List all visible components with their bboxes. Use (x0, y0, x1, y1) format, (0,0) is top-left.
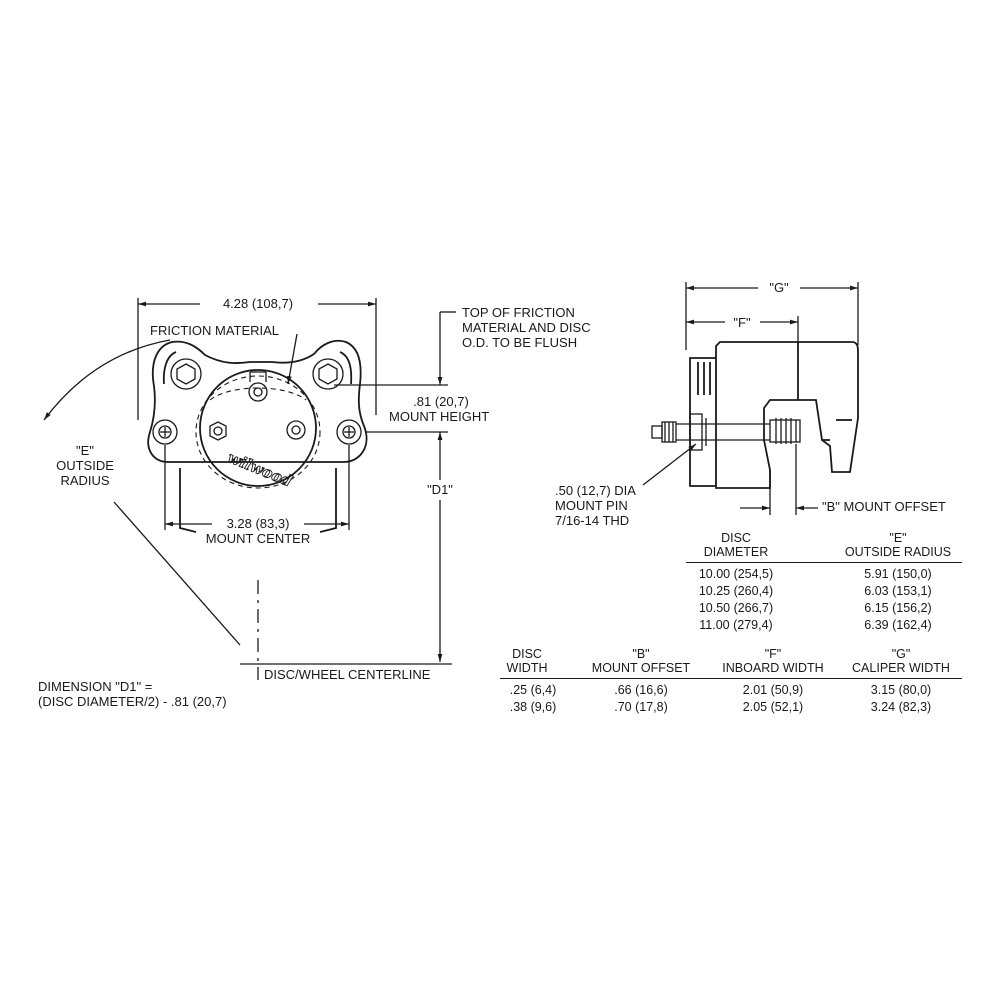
mount-pin-diameter: .50 (12,7) DIA (555, 483, 636, 498)
width-header-g-line-2: CALIPER WIDTH (852, 661, 950, 675)
mount-pin-text: MOUNT PIN (555, 498, 628, 513)
radius-row-4-disc: 11.00 (279,4) (699, 618, 773, 632)
radius-header-e-line-2: OUTSIDE RADIUS (844, 545, 952, 559)
radius-row-1-e: 5.91 (150,0) (864, 567, 932, 581)
overall-width-label: 4.28 (108,7) (222, 296, 294, 311)
f-label: "F" (733, 315, 751, 330)
width-table: DISC WIDTH "B" MOUNT OFFSET "F" INBOARD … (500, 647, 962, 717)
centerline-label: DISC/WHEEL CENTERLINE (264, 667, 431, 682)
caliper-front-outline (147, 339, 368, 533)
mount-center-dimension (164, 445, 350, 530)
upper-left-bolt (170, 358, 202, 390)
bleeder-screw-right (286, 420, 306, 440)
radius-header-disc: DISC DIAMETER (686, 531, 786, 559)
width-row-2-f: 2.05 (52,1) (742, 700, 804, 714)
width-header-disc: DISC WIDTH (500, 647, 554, 675)
bleeder-fitting-side (651, 421, 677, 443)
flush-note: TOP OF FRICTION MATERIAL AND DISC O.D. T… (462, 305, 591, 350)
radius-table-rule (686, 562, 962, 563)
flush-note-line-2: MATERIAL AND DISC (462, 320, 591, 335)
width-row-2-b: .70 (17,8) (614, 700, 668, 714)
width-header-f: "F" INBOARD WIDTH (712, 647, 834, 675)
width-table-rule (500, 678, 962, 679)
caliper-side-body (689, 341, 859, 489)
d1-label: "D1" (420, 482, 460, 497)
friction-material-label: FRICTION MATERIAL (150, 323, 280, 338)
wilwood-logo: wilwood (225, 448, 296, 491)
center-fitting (248, 371, 268, 402)
width-header-g-line-1: "G" (891, 647, 911, 661)
width-header-g: "G" CALIPER WIDTH (840, 647, 962, 675)
mount-height-label: .81 (20,7) MOUNT HEIGHT (389, 394, 493, 424)
width-header-disc-line-1: DISC (512, 647, 542, 661)
piston-housing (195, 369, 321, 489)
d1-formula-line-2: (DISC DIAMETER/2) - .81 (20,7) (38, 694, 227, 709)
mount-pin-leader (642, 443, 697, 486)
radius-header-e-line-1: "E" (889, 531, 907, 545)
flush-note-line-1: TOP OF FRICTION (462, 305, 575, 320)
mount-pin-thread: 7/16-14 THD (555, 513, 630, 528)
disc-centerline (240, 580, 452, 680)
width-header-b-line-2: MOUNT OFFSET (591, 661, 691, 675)
width-header-f-line-2: INBOARD WIDTH (722, 661, 824, 675)
outside-radius-text-2: RADIUS (60, 473, 110, 488)
outside-radius-letter: "E" (76, 443, 94, 458)
g-label: "G" (769, 280, 789, 295)
width-row-1-b: .66 (16,6) (614, 683, 668, 697)
b-offset-dimension (740, 444, 818, 515)
mount-pin (676, 413, 770, 451)
radius-row-3-e: 6.15 (156,2) (864, 601, 932, 615)
mount-height-text: MOUNT HEIGHT (389, 409, 490, 424)
logo-text: wilwood (225, 448, 295, 490)
width-header-disc-line-2: WIDTH (506, 661, 548, 675)
radius-row-3-disc: 10.50 (266,7) (698, 601, 774, 615)
width-row-1-f: 2.01 (50,9) (742, 683, 804, 697)
mount-center-value: 3.28 (83,3) (226, 516, 290, 531)
width-header-b: "B" MOUNT OFFSET (584, 647, 698, 675)
bleeder-screw-left (209, 421, 227, 441)
width-row-2-g: 3.24 (82,3) (870, 700, 932, 714)
flush-note-line-3: O.D. TO BE FLUSH (462, 335, 578, 350)
radius-row-2-e: 6.03 (153,1) (864, 584, 932, 598)
outside-radius-text-1: OUTSIDE (56, 458, 114, 473)
mount-center-label: 3.28 (83,3) MOUNT CENTER (196, 516, 320, 546)
radius-header-e: "E" OUTSIDE RADIUS (834, 531, 962, 559)
b-offset-label: "B" MOUNT OFFSET (822, 499, 946, 514)
width-row-1-g: 3.15 (80,0) (870, 683, 932, 697)
d1-formula-line-1: DIMENSION "D1" = (38, 679, 153, 694)
upper-right-bolt (312, 358, 344, 390)
outside-radius-label: "E" OUTSIDE RADIUS (45, 443, 125, 488)
threaded-stud (769, 418, 801, 444)
lower-left-mount (152, 419, 178, 445)
d1-formula: DIMENSION "D1" = (DISC DIAMETER/2) - .81… (38, 679, 227, 709)
overall-width-dimension (137, 298, 377, 420)
width-row-2-disc: .38 (9,6) (509, 700, 557, 714)
width-header-b-line-1: "B" (632, 647, 650, 661)
mount-height-value: .81 (20,7) (413, 394, 469, 409)
radius-row-4-e: 6.39 (162,4) (864, 618, 932, 632)
radius-header-disc-line-1: DISC (721, 531, 751, 545)
width-row-1-disc: .25 (6,4) (509, 683, 557, 697)
mount-center-text: MOUNT CENTER (205, 531, 311, 546)
outside-radius-arc (43, 339, 241, 646)
mount-pin-label: .50 (12,7) DIA MOUNT PIN 7/16-14 THD (555, 483, 636, 528)
radius-row-2-disc: 10.25 (260,4) (698, 584, 774, 598)
lower-right-mount (336, 419, 362, 445)
mount-height-dimension (334, 311, 456, 455)
width-header-f-line-1: "F" (764, 647, 782, 661)
friction-material-leader (287, 333, 298, 385)
f-dimension (686, 316, 799, 345)
g-dimension (685, 282, 859, 350)
radius-table: DISC DIAMETER "E" OUTSIDE RADIUS 10.00 (… (686, 531, 962, 635)
radius-row-1-disc: 10.00 (254,5) (698, 567, 774, 581)
radius-header-disc-line-2: DIAMETER (703, 545, 769, 559)
